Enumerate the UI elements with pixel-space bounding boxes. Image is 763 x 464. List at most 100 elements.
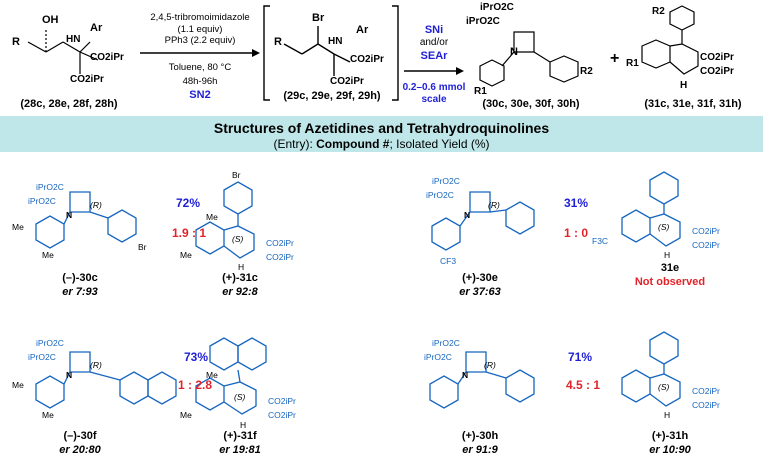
e8-s: (S) bbox=[658, 382, 670, 392]
e2-s: (S) bbox=[232, 234, 244, 244]
p1-ipro2c-1: iPrO2C bbox=[480, 2, 514, 13]
e3-n: N bbox=[464, 210, 471, 220]
e3-cf3: CF3 bbox=[440, 256, 457, 266]
e1-br: Br bbox=[138, 242, 147, 252]
p1-n-label: N bbox=[510, 46, 518, 58]
product2-label: (31c, 31e, 31f, 31h) bbox=[644, 98, 742, 110]
e6-co2ipr-2: CO2iPr bbox=[268, 410, 296, 420]
p1-r1-label: R1 bbox=[474, 86, 487, 97]
e8-co2ipr-2: CO2iPr bbox=[692, 400, 720, 410]
banner-subtitle-bold: Compound # bbox=[316, 137, 390, 151]
e5-ipro2c-1: iPrO2C bbox=[36, 338, 64, 348]
e1-me-1: Me bbox=[12, 222, 24, 232]
p2-co2ipr-2: CO2iPr bbox=[700, 66, 734, 77]
e3-ipro2c-1: iPrO2C bbox=[432, 176, 460, 186]
e5-r: (R) bbox=[90, 360, 102, 370]
e6-nh: H bbox=[240, 420, 247, 430]
e4-co2ipr-2: CO2iPr bbox=[692, 240, 720, 250]
e6-s: (S) bbox=[234, 392, 246, 402]
e7-ratio: 4.5 : 1 bbox=[566, 378, 601, 392]
cond-solvent: Toluene, 80 °C bbox=[168, 62, 232, 73]
e5-n: N bbox=[66, 370, 73, 380]
e5-azetidine-er: er 20:80 bbox=[59, 444, 101, 456]
p2-r2-label: R2 bbox=[652, 6, 665, 17]
intermediate-label: (29c, 29e, 29f, 29h) bbox=[283, 90, 381, 102]
e1-azetidine-er: er 7:93 bbox=[62, 286, 98, 298]
banner-subtitle: (Entry): Compound #; Isolated Yield (%) bbox=[0, 137, 763, 151]
product1-structure bbox=[479, 31, 579, 87]
e7-azetidine-label: (+)-30h bbox=[461, 430, 499, 442]
e3-ratio: 1 : 0 bbox=[564, 226, 589, 240]
e5-ratio: 1 : 2.8 bbox=[178, 378, 213, 392]
e2-me-1: Me bbox=[206, 212, 218, 222]
e8-thq-label: (+)-31h bbox=[651, 430, 689, 442]
second-step-scale: 0.2–0.6 mmol scale bbox=[402, 82, 466, 105]
e7-ipro2c-2: iPrO2C bbox=[424, 352, 452, 362]
e7-yield: 71% bbox=[568, 350, 593, 364]
e7-azetidine-er: er 91:9 bbox=[462, 444, 498, 456]
e5-yield: 73% bbox=[184, 350, 209, 364]
int-co2ipr-2: CO2iPr bbox=[330, 76, 364, 87]
product2-structure bbox=[641, 5, 699, 75]
start-label: (28c, 28e, 28f, 28h) bbox=[20, 98, 118, 110]
cond-reagent1: 2,4,5-tribromoimidazole bbox=[150, 12, 250, 23]
banner-subtitle-suffix: ; Isolated Yield (%) bbox=[389, 137, 490, 151]
e2-me-2: Me bbox=[180, 250, 192, 260]
e1-azetidine-label: (–)-30c bbox=[62, 272, 98, 284]
p1-r2-label: R2 bbox=[580, 66, 593, 77]
int-nh-label: HN bbox=[328, 36, 343, 47]
start-oh-label: OH bbox=[42, 14, 59, 26]
e6-me-1: Me bbox=[206, 370, 218, 380]
cond-reagent2: PPh3 (2.2 equiv) bbox=[164, 35, 236, 46]
e3-azetidine-er: er 37:63 bbox=[459, 286, 501, 298]
p1-ipro2c-2: iPrO2C bbox=[466, 16, 500, 27]
cond-time: 48h-96h bbox=[182, 76, 218, 87]
e8-thq-er: er 10:90 bbox=[649, 444, 691, 456]
e5-azetidine-label: (–)-30f bbox=[63, 430, 97, 442]
e1-ipro2c-1: iPrO2C bbox=[36, 182, 64, 192]
e3-ipro2c-2: iPrO2C bbox=[426, 190, 454, 200]
e7-n: N bbox=[462, 370, 469, 380]
e3-azetidine-label: (+)-30e bbox=[462, 272, 498, 284]
start-ar-label: Ar bbox=[90, 22, 103, 34]
e7-r: (R) bbox=[484, 360, 496, 370]
e3-r: (R) bbox=[488, 200, 500, 210]
e4-f3c: F3C bbox=[592, 236, 609, 246]
second-step-line2: and/or bbox=[419, 37, 449, 48]
p2-r1-label: R1 bbox=[626, 58, 639, 69]
reaction-arrow-2 bbox=[404, 67, 464, 75]
cond-mechanism: SN2 bbox=[189, 89, 211, 101]
product1-label: (30c, 30e, 30f, 30h) bbox=[482, 98, 580, 110]
e4-thq-note: Not observed bbox=[634, 276, 706, 288]
e6-co2ipr-1: CO2iPr bbox=[268, 396, 296, 406]
entry-structures bbox=[35, 171, 681, 415]
start-co2ipr-1: CO2iPr bbox=[90, 52, 124, 63]
e2-thq-label: (+)-31c bbox=[222, 272, 258, 284]
e7-ipro2c-1: iPrO2C bbox=[432, 338, 460, 348]
second-step-line3: SEAr bbox=[420, 50, 448, 62]
e1-ratio: 1.9 : 1 bbox=[172, 226, 207, 240]
e2-thq-er: er 92:8 bbox=[222, 286, 258, 298]
e4-co2ipr-1: CO2iPr bbox=[692, 226, 720, 236]
e6-thq-er: er 19:81 bbox=[219, 444, 261, 456]
start-nh-label: HN bbox=[66, 34, 81, 45]
e2-nh: H bbox=[238, 262, 245, 272]
e1-r: (R) bbox=[90, 200, 102, 210]
banner-title: Structures of Azetidines and Tetrahydroq… bbox=[213, 120, 550, 136]
e4-thq-label: 31e bbox=[660, 262, 680, 274]
second-step-line1: SNi bbox=[424, 24, 444, 36]
e6-thq-label: (+)-31f bbox=[223, 430, 257, 442]
e1-me-2: Me bbox=[42, 250, 54, 260]
intermediate-brackets bbox=[263, 5, 399, 101]
e2-co2ipr-2: CO2iPr bbox=[266, 252, 294, 262]
p2-co2ipr-1: CO2iPr bbox=[700, 52, 734, 63]
int-ar-label: Ar bbox=[356, 24, 369, 36]
e2-br: Br bbox=[232, 170, 241, 180]
e1-n: N bbox=[66, 210, 73, 220]
e3-yield: 31% bbox=[564, 196, 589, 210]
int-br-label: Br bbox=[312, 12, 325, 24]
starting-material-structure bbox=[27, 28, 99, 74]
e5-ipro2c-2: iPrO2C bbox=[28, 352, 56, 362]
reaction-arrow-1 bbox=[140, 49, 260, 57]
e4-nh: H bbox=[664, 250, 671, 260]
